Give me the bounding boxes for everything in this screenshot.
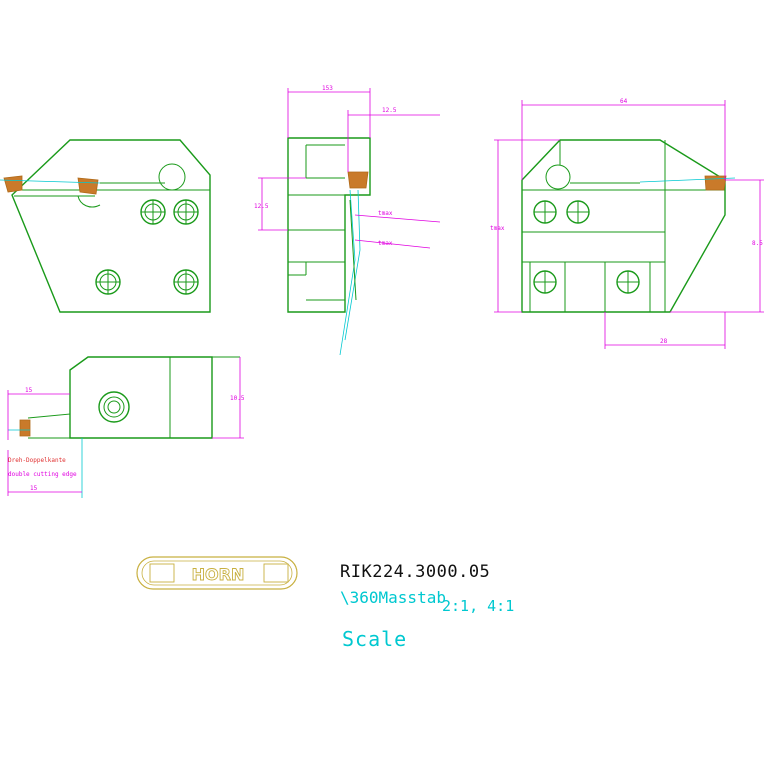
insert-middle [347,171,369,189]
view-front-left [0,139,211,313]
svg-text:tmax: tmax [378,210,393,217]
insert-left [3,175,23,193]
svg-text:8.5: 8.5 [752,240,763,247]
scale-label: Scale [342,627,408,651]
svg-text:10.5: 10.5 [230,395,245,402]
svg-text:28: 28 [660,338,668,345]
scale-ratio: 2:1, 4:1 [442,597,515,615]
svg-text:12.5: 12.5 [254,203,269,210]
masstab-label: \360Masstab [340,588,446,607]
view-front-right: 64 tmax 8.5 28 [490,98,764,349]
part-number: RIK224.3000.05 [340,562,491,582]
svg-text:tmax: tmax [378,240,393,247]
svg-text:64: 64 [620,98,628,105]
svg-text:153: 153 [322,85,333,92]
insert-bottom [19,419,31,437]
view-top-left: 10.5 15 15 Dreh-Doppelkante double cutti… [7,356,245,498]
svg-text:double cutting edge: double cutting edge [8,471,77,478]
svg-text:15: 15 [25,387,33,394]
svg-text:Dreh-Doppelkante: Dreh-Doppelkante [8,457,66,464]
svg-text:tmax: tmax [490,225,505,232]
svg-text:15: 15 [30,485,38,492]
svg-text:HORN: HORN [192,565,245,584]
view-side-middle: 153 12.5 12.5 tmax tmax [254,85,441,356]
horn-logo: HORN [136,556,298,590]
svg-text:12.5: 12.5 [382,107,397,114]
insert-right [704,175,727,191]
